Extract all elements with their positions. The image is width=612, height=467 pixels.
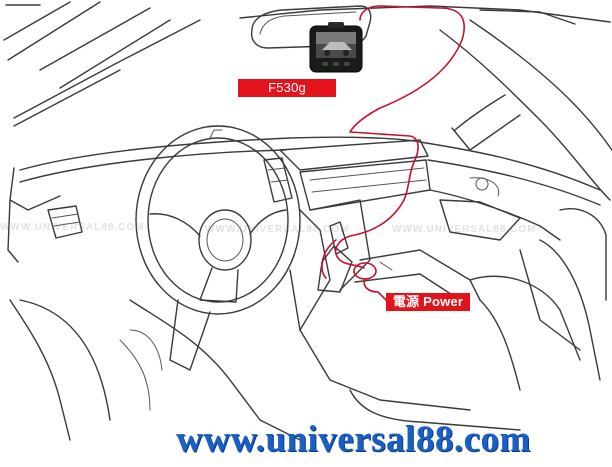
rear-view-mirror	[250, 5, 372, 49]
seats	[9, 275, 581, 441]
power-label: 電源 Power	[386, 293, 470, 311]
footer-url: www.universal88.com	[176, 419, 531, 460]
dash-camera-icon	[309, 22, 363, 73]
power-cable	[321, 5, 465, 301]
watermark-right: WWW.UNIVERSAL88.COM	[392, 224, 537, 235]
model-label: F530g	[238, 79, 336, 97]
watermark-center: WWW.UNIVERSAL88.COM	[205, 224, 350, 235]
watermark-left: WWW.UNIVERSAL88.COM	[0, 222, 145, 233]
windshield-frame	[3, 1, 612, 201]
dashboard	[7, 136, 607, 381]
steering-wheel	[135, 125, 301, 371]
